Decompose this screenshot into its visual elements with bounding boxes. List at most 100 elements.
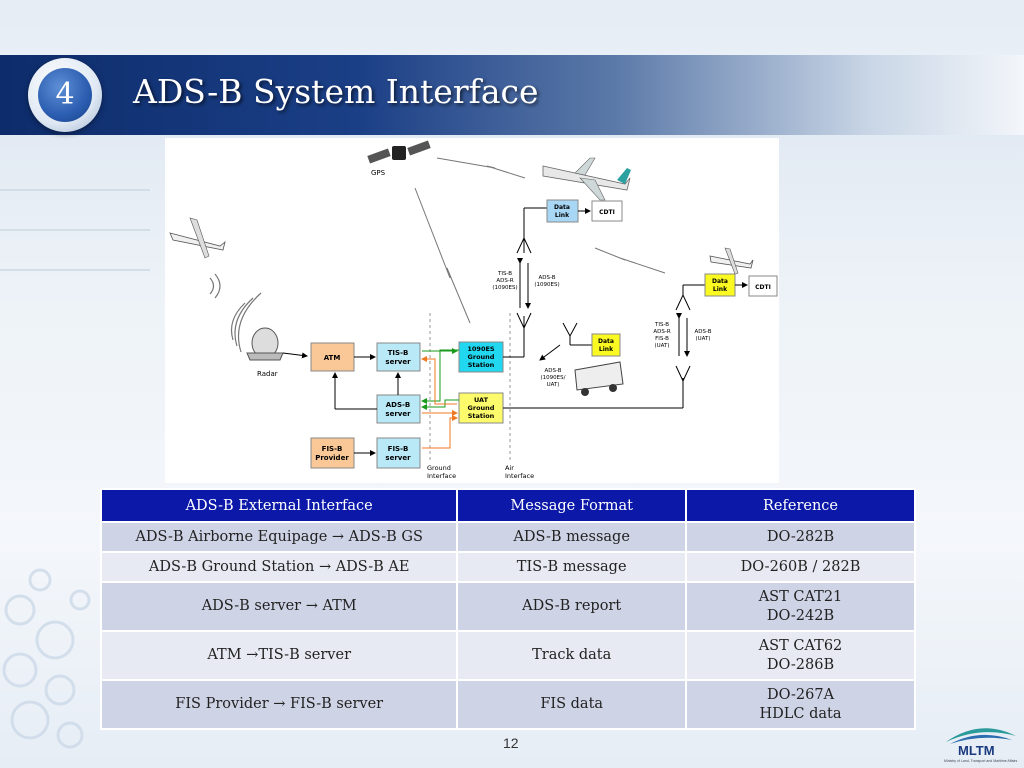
cell-format: ADS-B report: [456, 581, 687, 632]
veh-l2: (1090ES/: [541, 375, 566, 381]
tisb-server-l1: TIS-B: [388, 349, 409, 357]
fisb-provider-box: [310, 437, 355, 469]
cell-reference: DO-282B: [685, 521, 916, 553]
air-interface-l1: Air: [505, 464, 514, 472]
cell-reference-line: DO-286B: [766, 656, 835, 673]
fisb-provider-l1: FIS-B: [322, 445, 343, 453]
cell-format: TIS-B message: [456, 551, 687, 583]
up-right-l2: (1090ES): [534, 282, 559, 288]
veh-l1: ADS-B: [544, 368, 561, 374]
atm-label: ATM: [324, 354, 341, 362]
slide-title: ADS-B System Interface: [133, 72, 539, 111]
gps-label: GPS: [371, 169, 386, 177]
cdti-right-label: CDTI: [755, 284, 771, 291]
fisb-server-box: [376, 437, 421, 469]
dl-right-l2: Link: [713, 286, 728, 293]
cell-interface: ADS-B Ground Station → ADS-B AE: [99, 551, 459, 583]
rr-l2: (UAT): [695, 336, 710, 342]
cell-format: ADS-B message: [456, 521, 687, 553]
fisb-server-l1: FIS-B: [388, 445, 409, 453]
cell-reference: AST CAT21 DO-242B: [685, 581, 916, 632]
fisb-server-l2: server: [385, 454, 411, 462]
ground-interface-l1: Ground: [427, 464, 451, 472]
cell-format: FIS data: [456, 679, 687, 730]
small-plane-icon: [169, 217, 226, 259]
interface-table: ADS-B External Interface Message Format …: [99, 488, 916, 730]
guat-l3: Station: [468, 412, 495, 420]
rl-l2: ADS-R: [653, 329, 670, 335]
signal-lines: [414, 157, 666, 324]
tisb-server-box: [376, 342, 421, 372]
air-interface-l2: Interface: [505, 472, 534, 480]
g1090-l3: Station: [468, 361, 495, 369]
cell-reference: DO-260B / 282B: [685, 551, 916, 583]
ground-interface-l2: Interface: [427, 472, 456, 480]
slide-number: 4: [38, 68, 92, 122]
ground-vehicle-icon: [574, 361, 624, 396]
gps-satellite-icon: [367, 140, 431, 164]
tisb-server-l2: server: [385, 358, 411, 366]
dl-top-l1: Data: [554, 204, 570, 211]
dl-veh-l2: Link: [599, 346, 614, 353]
cell-interface: ADS-B Airborne Equipage → ADS-B GS: [99, 521, 459, 553]
adsb-server-l2: server: [385, 410, 411, 418]
guat-l1: UAT: [474, 396, 489, 404]
mltm-logo-icon: [946, 728, 1016, 744]
cell-reference: DO-267A HDLC data: [685, 679, 916, 730]
cdti-top: [591, 200, 623, 222]
cell-interface: FIS Provider → FIS-B server: [99, 679, 459, 730]
up-left-l2: ADS-R: [496, 278, 513, 284]
up-left-l1: TIS-B: [497, 271, 512, 277]
cell-reference-line: HDLC data: [759, 705, 842, 722]
table-row: ADS-B server → ATM ADS-B report AST CAT2…: [99, 581, 916, 632]
cell-reference-line: AST CAT21: [758, 588, 843, 605]
airliner-icon: [542, 157, 631, 201]
page-number: 12: [503, 735, 519, 751]
cell-format: Track data: [456, 630, 687, 681]
up-left-l3: (1090ES): [492, 285, 517, 291]
signal-waves: [209, 273, 262, 353]
ground-uat-box: [458, 392, 504, 424]
g1090-l1: 1090ES: [467, 345, 495, 353]
guat-l2: Ground: [468, 404, 495, 412]
title-bar: [0, 55, 1024, 135]
cdti-top-label: CDTI: [599, 209, 615, 216]
system-diagram: GPS Radar ATM TIS-B server ADS-B server: [165, 138, 779, 483]
table-row: ADS-B Ground Station → ADS-B AE TIS-B me…: [99, 551, 916, 583]
rl-l1: TIS-B: [654, 322, 669, 328]
fisb-provider-l2: Provider: [315, 454, 349, 462]
rr-l1: ADS-B: [694, 329, 711, 335]
dl-veh-l1: Data: [598, 338, 614, 345]
logo-text: MLTM: [958, 743, 995, 758]
right-plane-icon: [709, 247, 754, 275]
rl-l3: FIS-B: [655, 336, 669, 342]
cell-reference-line: DO-242B: [766, 607, 835, 624]
cell-reference: AST CAT62 DO-286B: [685, 630, 916, 681]
cell-reference-line: AST CAT62: [758, 637, 843, 654]
dl-top-l2: Link: [555, 212, 570, 219]
table-row: ADS-B Airborne Equipage → ADS-B GS ADS-B…: [99, 521, 916, 553]
adsb-server-l1: ADS-B: [386, 401, 411, 409]
cell-interface: ADS-B server → ATM: [99, 581, 459, 632]
header-reference: Reference: [685, 488, 916, 523]
table-row: FIS Provider → FIS-B server FIS data DO-…: [99, 679, 916, 730]
radar-icon: [246, 327, 284, 361]
header-format: Message Format: [456, 488, 687, 523]
adsb-server-box: [376, 394, 421, 424]
header-interface: ADS-B External Interface: [99, 488, 459, 523]
table-header-row: ADS-B External Interface Message Format …: [99, 488, 916, 523]
cell-interface: ATM →TIS-B server: [99, 630, 459, 681]
cdti-right: [748, 275, 778, 297]
dl-right-l1: Data: [712, 278, 728, 285]
data-link-vehicle: [591, 333, 621, 357]
table-row: ATM →TIS-B server Track data AST CAT62 D…: [99, 630, 916, 681]
veh-l3: UAT): [547, 382, 560, 388]
cell-reference-line: DO-267A: [766, 686, 835, 703]
atm-box: [310, 342, 355, 372]
g1090-l2: Ground: [468, 353, 495, 361]
radar-label: Radar: [257, 370, 278, 378]
slide-number-badge: 4: [28, 58, 102, 132]
rl-l4: (UAT): [654, 343, 669, 349]
logo-subtitle: Ministry of Land, Transport and Maritime…: [944, 759, 1018, 763]
